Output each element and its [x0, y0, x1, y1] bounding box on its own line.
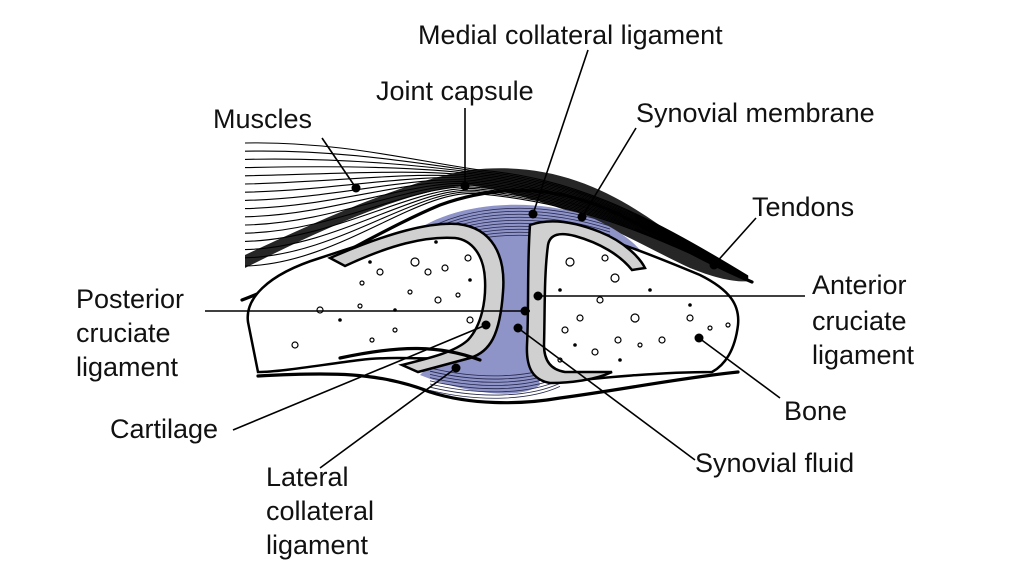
label-bone: Bone — [784, 396, 847, 426]
bone-pore — [576, 314, 584, 322]
bone-pore — [424, 268, 432, 276]
bone-pore — [392, 327, 398, 333]
bone-pore — [591, 348, 599, 356]
tendons-dot — [709, 260, 719, 270]
ligament-fibre — [429, 386, 561, 399]
posterior-cruciate-dot — [520, 306, 530, 316]
bone-pore — [658, 336, 666, 344]
bone-grain — [573, 343, 577, 347]
bone-pore — [725, 322, 731, 328]
tibia-cartilage — [525, 220, 647, 385]
label-joint-capsule: Joint capsule — [376, 76, 534, 106]
femur-cartilage — [327, 222, 505, 374]
bone-grain — [434, 240, 438, 244]
tibia-bone — [530, 223, 740, 384]
bone-pore — [466, 316, 474, 324]
bone-pore — [561, 326, 569, 334]
lateral-collateral-leader — [319, 367, 457, 469]
bone-pore — [637, 342, 643, 348]
cartilage-dot — [481, 320, 491, 330]
bone-pore — [565, 257, 575, 267]
bone-pore — [596, 296, 604, 304]
cartilage-leader — [232, 324, 487, 431]
bone-grain — [558, 288, 562, 292]
bone-pore — [434, 296, 442, 304]
label-medial-collateral-ligament: Medial collateral ligament — [418, 20, 723, 50]
bone-pore — [376, 268, 384, 276]
bone-grain — [338, 318, 342, 322]
lateral-collateral-dot — [451, 363, 461, 373]
bone-pore — [410, 257, 420, 267]
label-cartilage: Cartilage — [110, 414, 218, 444]
tendon-band — [245, 168, 752, 282]
bone-pore — [630, 313, 640, 323]
lateral-collateral-outline — [256, 370, 740, 405]
bone-pore — [610, 273, 620, 283]
bone-pore — [359, 280, 365, 286]
bone-pore — [707, 325, 713, 331]
bone-pore — [291, 341, 299, 349]
muscles-leader — [321, 137, 357, 189]
label-muscles: Muscles — [213, 104, 312, 134]
bone-texture — [291, 240, 731, 363]
bone-pore — [316, 306, 324, 314]
synovial-membrane-dot — [577, 212, 587, 222]
label-posterior-cruciate-ligament: Posterior cruciate ligament — [76, 284, 192, 382]
bone-dot — [694, 333, 704, 343]
ligament-fibre — [429, 379, 561, 393]
medial-collateral-dot — [528, 209, 538, 219]
label-synovial-membrane: Synovial membrane — [636, 98, 875, 128]
synovial-fluid-leader — [517, 327, 696, 461]
bone-pore — [407, 289, 413, 295]
synovial-membrane-leader — [581, 127, 637, 218]
bone-grain — [618, 358, 622, 362]
bone-grain — [648, 288, 652, 292]
bone-pore — [441, 264, 449, 272]
anterior-cruciate-dot — [533, 291, 543, 301]
label-synovial-fluid: Synovial fluid — [695, 448, 854, 478]
bone-pore — [357, 303, 363, 309]
bone-pore — [464, 254, 472, 262]
muscles-dot — [351, 183, 361, 193]
medial-collateral-leader — [532, 49, 589, 215]
bone-grain — [368, 260, 372, 264]
ligament-fibre — [429, 382, 561, 396]
bone-pore — [614, 336, 622, 344]
lower-capsule-outline — [338, 346, 482, 362]
bone-pore — [686, 314, 694, 322]
bone-grain — [468, 278, 472, 282]
label-lateral-collateral-ligament: Lateral collateral ligament — [266, 462, 382, 560]
label-tendons: Tendons — [752, 192, 854, 222]
bone-pore — [369, 337, 375, 343]
bone-grain — [688, 303, 692, 307]
synovial-fluid-dot — [513, 323, 523, 333]
bone-pore — [455, 292, 461, 298]
bone-pore — [601, 254, 609, 262]
tendons-leader — [713, 217, 757, 266]
joint-capsule-dot — [460, 181, 470, 191]
bone-leader — [698, 337, 781, 399]
label-anterior-cruciate-ligament: Anterior cruciate ligament — [812, 270, 915, 370]
